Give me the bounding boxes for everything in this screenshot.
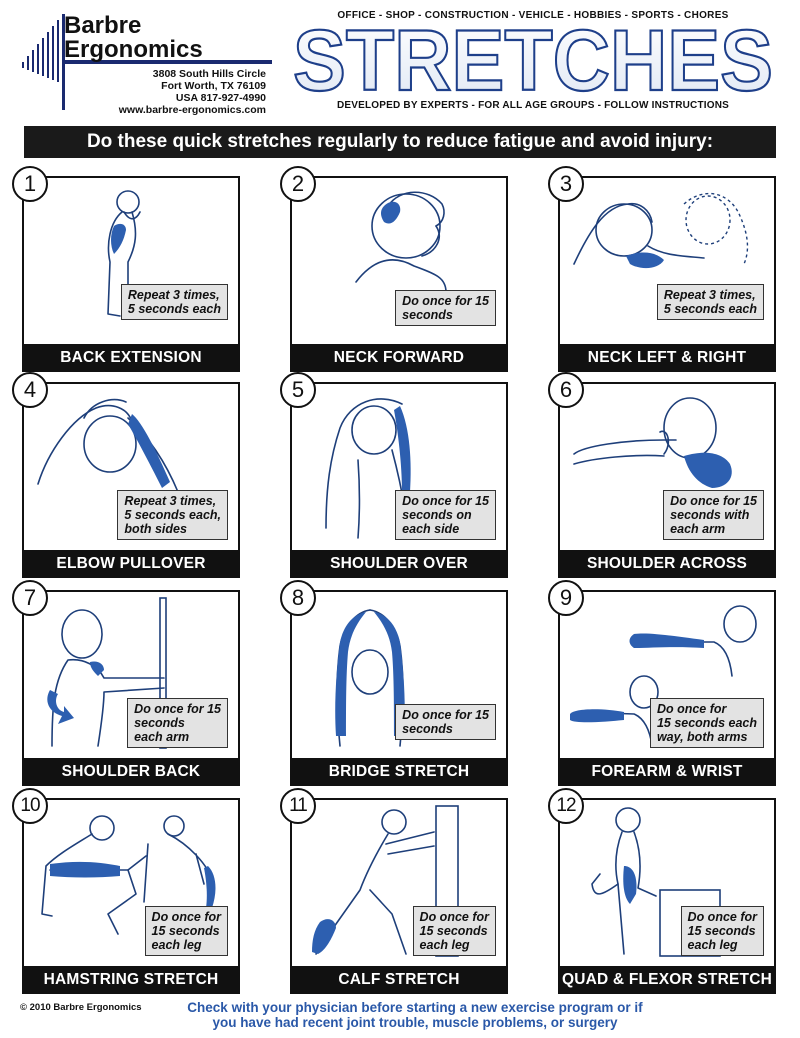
instruction-note: Do once for 15 seconds each leg xyxy=(680,906,764,956)
stretch-name: SHOULDER ACROSS xyxy=(558,550,776,578)
physician-disclaimer: Check with your physician before startin… xyxy=(150,1000,680,1030)
brand-line1: Barbre xyxy=(64,12,142,39)
stretch-name: NECK LEFT & RIGHT xyxy=(558,344,776,372)
instruction-note: Repeat 3 times, 5 seconds each, both sid… xyxy=(117,490,228,540)
shoulder-across-figure xyxy=(573,397,732,488)
shoulder-over-figure xyxy=(325,398,411,539)
stretch-card-6: 6 Do once for 15 seconds with each arm S… xyxy=(548,372,776,578)
website-link[interactable]: www.barbre-ergonomics.com xyxy=(118,104,266,116)
stretch-name: CALF STRETCH xyxy=(290,966,508,994)
step-number: 5 xyxy=(280,372,316,408)
instruction-note: Repeat 3 times, 5 seconds each xyxy=(656,284,764,320)
stretch-name: BACK EXTENSION xyxy=(22,344,240,372)
stretch-card-8: 8 Do once for 15 seconds BRIDGE STRETCH xyxy=(280,580,508,786)
tagline-bottom: DEVELOPED BY EXPERTS - FOR ALL AGE GROUP… xyxy=(336,100,730,111)
instruction-banner: Do these quick stretches regularly to re… xyxy=(24,126,776,158)
step-number: 11 xyxy=(280,788,316,824)
step-number: 1 xyxy=(12,166,48,202)
stretch-card-11: 11 Do once for 15 seconds each leg CALF … xyxy=(280,788,508,994)
stretch-name: SHOULDER OVER xyxy=(290,550,508,578)
address-line2: Fort Worth, TX 76109 xyxy=(161,80,266,92)
stretch-card-7: 7 Do once for 15 seconds each arm SHOULD… xyxy=(12,580,240,786)
hamstring-stretch-figure xyxy=(41,815,216,937)
stretch-name: FOREARM & WRIST xyxy=(558,758,776,786)
instruction-note: Do once for 15 seconds each way, both ar… xyxy=(649,698,764,748)
instruction-note: Do once for 15 seconds on each side xyxy=(395,490,496,540)
stretch-name: QUAD & FLEXOR STRETCH xyxy=(558,966,776,994)
stretch-card-2: 2 Do once for 15 seconds NECK FORWARD xyxy=(280,166,508,372)
brand-name: Barbre Ergonomics xyxy=(64,14,203,62)
stretch-card-10: 10 Do once for 15 seconds each leg HAMST… xyxy=(12,788,240,994)
shoulder-back-figure xyxy=(47,597,167,749)
step-number: 7 xyxy=(12,580,48,616)
neck-left-right-figure xyxy=(573,192,749,269)
instruction-note: Do once for 15 seconds xyxy=(395,704,496,740)
instruction-note: Do once for 15 seconds each leg xyxy=(144,906,228,956)
step-number: 3 xyxy=(548,166,584,202)
calf-stretch-figure xyxy=(312,805,459,957)
instruction-note: Do once for 15 seconds xyxy=(395,290,496,326)
instruction-note: Do once for 15 seconds with each arm xyxy=(663,490,764,540)
address-line3: USA 817-927-4990 xyxy=(175,92,266,104)
tagline-top: OFFICE - SHOP - CONSTRUCTION - VEHICLE -… xyxy=(337,10,729,21)
instruction-note: Repeat 3 times, 5 seconds each xyxy=(120,284,228,320)
page-title: STRETCHES xyxy=(292,20,774,98)
step-number: 4 xyxy=(12,372,48,408)
address-line1: 3808 South Hills Circle xyxy=(152,68,266,80)
stretch-card-9: 9 Do once for 15 seconds each way, both … xyxy=(548,580,776,786)
disclaimer-line2: you have had recent joint trouble, muscl… xyxy=(212,1015,618,1030)
stretch-card-3: 3 Repeat 3 times, 5 seconds each NECK LE… xyxy=(548,166,776,372)
elbow-pullover-figure xyxy=(37,398,179,493)
stretch-name: HAMSTRING STRETCH xyxy=(22,966,240,994)
stretch-name: NECK FORWARD xyxy=(290,344,508,372)
step-number: 6 xyxy=(548,372,584,408)
back-extension-figure xyxy=(107,190,141,317)
step-number: 10 xyxy=(12,788,48,824)
neck-forward-figure xyxy=(355,191,447,293)
step-number: 2 xyxy=(280,166,316,202)
stretch-name: BRIDGE STRETCH xyxy=(290,758,508,786)
address-block: 3808 South Hills Circle Fort Worth, TX 7… xyxy=(116,68,266,116)
copyright-text: © 2010 Barbre Ergonomics xyxy=(20,1002,142,1013)
quad-flexor-stretch-figure xyxy=(591,807,721,957)
stretch-name: ELBOW PULLOVER xyxy=(22,550,240,578)
brand-line2: Ergonomics xyxy=(64,36,203,63)
step-number: 12 xyxy=(548,788,584,824)
instruction-note: Do once for 15 seconds each leg xyxy=(412,906,496,956)
stretch-name: SHOULDER BACK xyxy=(22,758,240,786)
stretch-card-12: 12 Do once for 15 seconds each leg QUAD … xyxy=(548,788,776,994)
disclaimer-line1: Check with your physician before startin… xyxy=(187,1000,643,1015)
logo-rule xyxy=(64,60,272,64)
stretch-card-4: 4 Repeat 3 times, 5 seconds each, both s… xyxy=(12,372,240,578)
logo-bars-graphic xyxy=(22,14,65,110)
step-number: 8 xyxy=(280,580,316,616)
svg-text:STRETCHES: STRETCHES xyxy=(293,20,773,98)
stretch-card-5: 5 Do once for 15 seconds on each side SH… xyxy=(280,372,508,578)
stretch-card-1: 1 Repeat 3 times, 5 seconds each BACK EX… xyxy=(12,166,240,372)
instruction-note: Do once for 15 seconds each arm xyxy=(127,698,228,748)
step-number: 9 xyxy=(548,580,584,616)
brand-logo: Barbre Ergonomics 3808 South Hills Circl… xyxy=(20,12,272,117)
